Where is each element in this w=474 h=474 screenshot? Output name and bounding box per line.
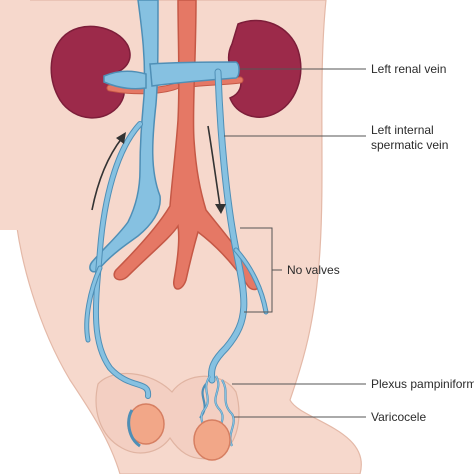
right-spermatic-vein-fill [93, 122, 151, 398]
downward-flow-arrow [207, 125, 226, 214]
torso-left-fill [0, 0, 30, 230]
no-valves-bracket [240, 227, 282, 313]
right-iliac-vein-branch-fill [85, 266, 102, 342]
plexus-pampiniform-label: Plexus pampiniform [371, 377, 474, 391]
aorta [113, 0, 260, 291]
left-internal-spermatic-vein-label-line2: spermatic vein [371, 138, 448, 152]
right-renal-vein [103, 70, 147, 90]
left-testis [193, 419, 231, 461]
left-renal-vein-label: Left renal vein [371, 62, 446, 76]
left-internal-spermatic-vein-fill [209, 69, 247, 383]
upward-flow-arrow [91, 132, 126, 211]
left-renal-vein [149, 61, 240, 87]
left-iliac-vein-branch-fill [234, 248, 268, 314]
left-internal-spermatic-vein-label-line1: Left internal [371, 123, 434, 137]
varicocele-label: Varicocele [371, 410, 426, 424]
no-valves-label: No valves [287, 263, 340, 277]
right-epididymis [127, 409, 141, 448]
